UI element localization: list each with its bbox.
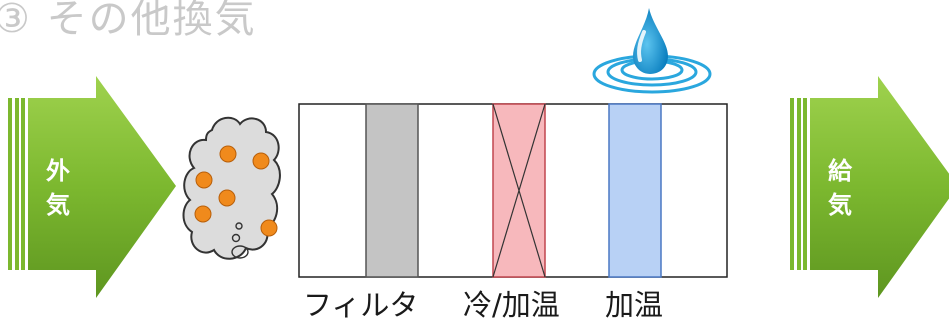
water-drop-icon (592, 8, 712, 94)
inlet-arrow: 外 気 (8, 76, 183, 302)
inlet-char-2: 気 (46, 191, 70, 219)
filter-label: フィルタ (303, 288, 419, 322)
outlet-char-2: 気 (828, 191, 852, 219)
coil-label: 冷/加温 (463, 288, 560, 322)
page-title: ③ その他換気 (0, 0, 257, 42)
inlet-char-1: 外 (46, 157, 70, 185)
right-arrow-icon (790, 76, 949, 298)
outlet-arrow-label: 給 気 (825, 154, 855, 222)
inlet-arrow-label: 外 気 (43, 154, 73, 222)
outlet-char-1: 給 (828, 157, 852, 185)
humidifier-element (608, 103, 662, 278)
right-arrow-icon (8, 76, 176, 298)
unit-diagram (298, 103, 728, 278)
outlet-arrow: 給 気 (790, 76, 949, 302)
dust-cloud-icon (182, 116, 281, 260)
filter-element (365, 103, 419, 278)
humidifier-label: 加温 (605, 288, 664, 322)
air-handling-unit (298, 103, 728, 278)
